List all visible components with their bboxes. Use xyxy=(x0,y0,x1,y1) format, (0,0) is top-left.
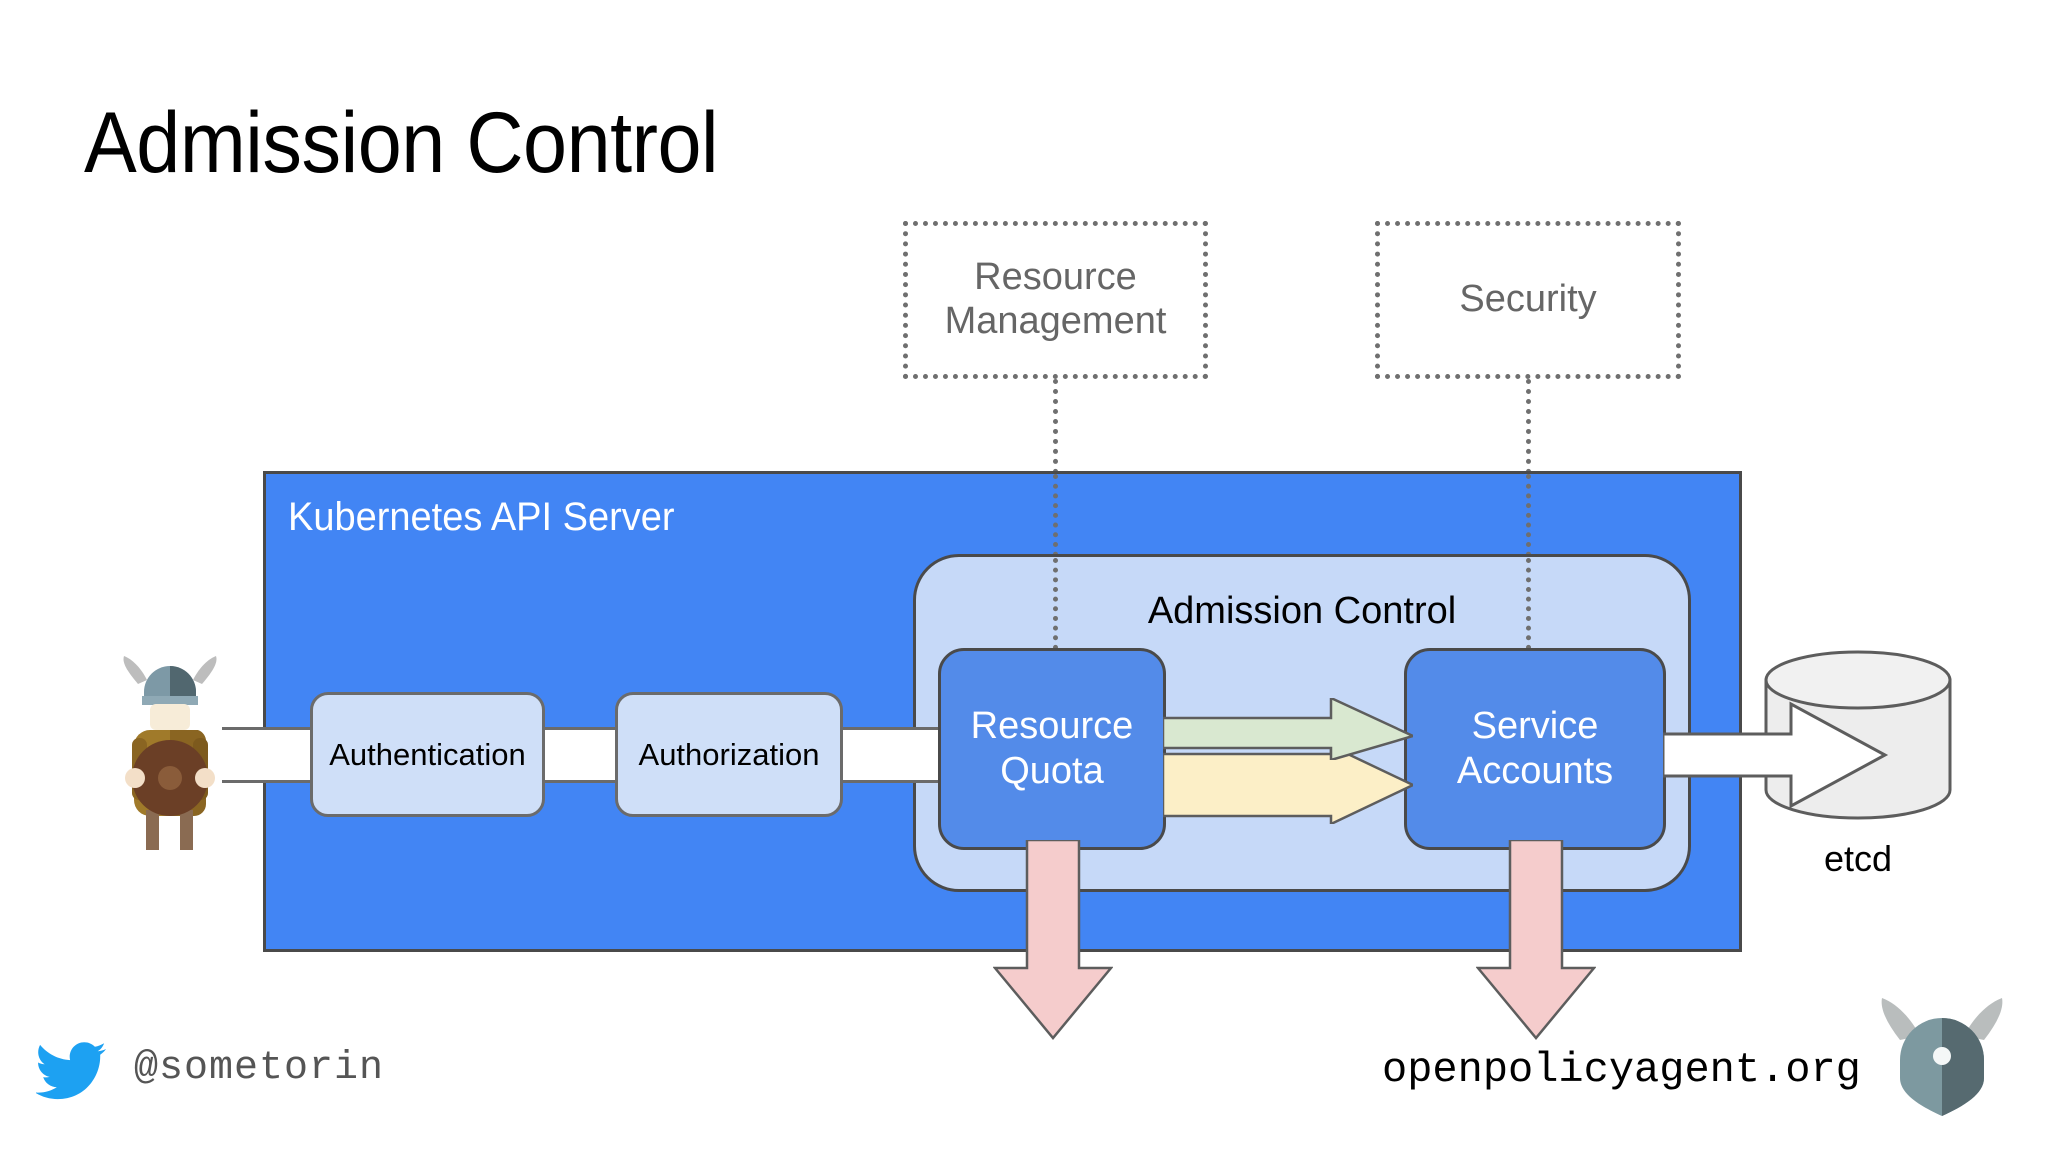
page-title: Admission Control xyxy=(84,95,719,191)
annotation-text: Resource Management xyxy=(945,256,1167,343)
service-accounts-line-2: Accounts xyxy=(1456,750,1614,792)
admission-plugin-service-accounts[interactable]: Service Accounts xyxy=(1404,648,1666,850)
pipe-segment-user-to-authentication xyxy=(222,727,314,783)
twitter-handle: @sometorin xyxy=(134,1046,385,1091)
stage-authentication[interactable]: Authentication xyxy=(310,692,545,817)
pipe-segment-authorization-to-admission xyxy=(840,727,942,783)
stage-authentication-label: Authentication xyxy=(329,736,526,772)
stage-authorization[interactable]: Authorization xyxy=(615,692,843,817)
arrow-pink-down-service-accounts xyxy=(1476,840,1596,1040)
twitter-icon[interactable] xyxy=(36,1040,108,1104)
annotation-line-1: Security xyxy=(1459,278,1597,321)
arrow-pink-down-resource-quota xyxy=(993,840,1113,1040)
resource-quota-line-1: Resource xyxy=(970,705,1134,748)
openpolicyagent-url[interactable]: openpolicyagent.org xyxy=(1382,1046,1861,1094)
stage-authorization-label: Authorization xyxy=(638,736,820,772)
resource-quota-line-2: Quota xyxy=(1000,750,1104,792)
annotation-security: Security xyxy=(1375,221,1681,379)
kubernetes-api-server-label: Kubernetes API Server xyxy=(288,495,675,539)
service-accounts-line-1: Service xyxy=(1471,705,1599,748)
admission-control-label: Admission Control xyxy=(1147,590,1457,632)
annotation-line-2: Management xyxy=(944,300,1167,342)
dotted-leader-line-left-admission xyxy=(1053,558,1058,650)
annotation-line-1: Resource xyxy=(974,256,1137,299)
open-policy-agent-logo-icon xyxy=(1881,998,2003,1116)
etcd-label: etcd xyxy=(1823,838,1893,879)
arrow-green-right xyxy=(1163,698,1413,760)
dotted-leader-line-right-admission xyxy=(1526,558,1531,650)
admission-plugin-resource-quota[interactable]: Resource Quota xyxy=(938,648,1166,850)
annotation-resource-management: Resource Management xyxy=(903,221,1208,379)
arrow-to-etcd xyxy=(1663,701,1889,809)
viking-user-icon xyxy=(123,656,217,850)
annotation-text: Security xyxy=(1459,278,1596,322)
pipe-segment-authentication-to-authorization xyxy=(542,727,620,783)
